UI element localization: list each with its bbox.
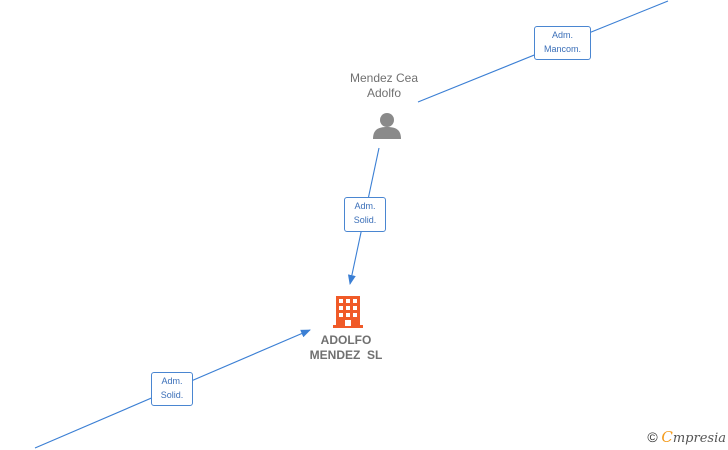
company-node-label[interactable]: ADOLFO MENDEZ SL [296,333,396,363]
edge-label-line1: Adm. [354,201,376,211]
copyright-symbol: © [647,429,658,445]
edge-label-line1: Adm. [551,30,573,40]
edge-label-line2: Solid. [353,215,377,225]
brand-logo-text: mpresia [672,431,726,446]
company-name-line2: MENDEZ SL [309,348,383,362]
edge-label-adm-solid-external[interactable]: Adm. Solid. [151,372,193,406]
footer-brand[interactable]: © Cmpresia [647,428,726,446]
person-node-label[interactable]: Mendez Cea Adolfo [334,71,434,101]
building-icon[interactable] [333,296,363,328]
edge-label-line1: Adm. [161,376,183,386]
person-name-line1: Mendez Cea [349,71,419,85]
edge-label-adm-solid-person[interactable]: Adm. Solid. [344,197,386,232]
company-name-line1: ADOLFO [320,333,372,347]
edge-label-line2: Solid. [160,390,184,400]
brand-logo-initial: C [661,428,673,446]
person-name-line2: Adolfo [366,86,402,100]
person-icon[interactable] [373,113,401,139]
edge-label-adm-mancom[interactable]: Adm. Mancom. [534,26,591,60]
edge-label-line2: Mancom. [543,44,581,54]
